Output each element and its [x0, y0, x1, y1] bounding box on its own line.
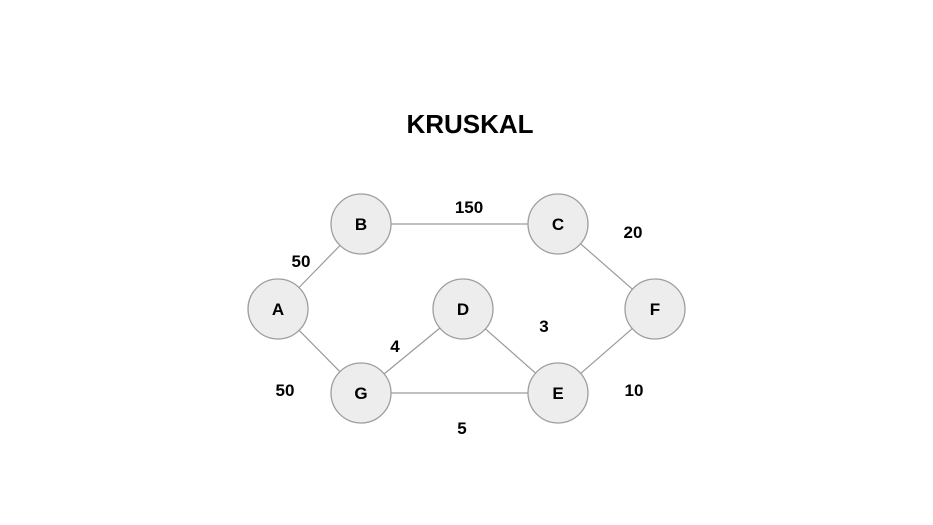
edge-weights-layer: 50 150 20 50 4 3 5 10: [276, 198, 644, 438]
node-label: C: [552, 215, 564, 234]
edge-a-g: [298, 329, 341, 373]
edge-weight-g-e: 5: [457, 419, 466, 438]
node-circle: [330, 193, 392, 255]
edge-weight-a-b: 50: [292, 252, 311, 271]
node-label: A: [272, 300, 284, 319]
node-a: A: [247, 278, 309, 340]
node-e: E: [527, 362, 589, 424]
node-b: B: [330, 193, 392, 255]
node-circle: [527, 193, 589, 255]
node-circle: [330, 362, 392, 424]
edge-weight-a-g: 50: [276, 381, 295, 400]
node-label: G: [354, 384, 367, 403]
edge-weight-d-e: 3: [539, 317, 548, 336]
node-d: D: [432, 278, 494, 340]
node-label: D: [457, 300, 469, 319]
node-label: E: [552, 384, 563, 403]
node-g: G: [330, 362, 392, 424]
node-circle: [247, 278, 309, 340]
diagram-title: KRUSKAL: [406, 109, 533, 139]
edge-d-e: [485, 328, 536, 374]
edge-weight-e-f: 10: [625, 381, 644, 400]
node-c: C: [527, 193, 589, 255]
nodes-layer: A B C D E F G: [247, 193, 686, 424]
edge-weight-c-f: 20: [624, 223, 643, 242]
node-label: B: [355, 215, 367, 234]
node-label: F: [650, 300, 660, 319]
edge-weight-g-d: 4: [390, 337, 400, 356]
node-circle: [432, 278, 494, 340]
edge-e-f: [580, 328, 633, 374]
edge-c-f: [580, 243, 633, 290]
node-circle: [624, 278, 686, 340]
edge-g-d: [383, 327, 441, 375]
node-circle: [527, 362, 589, 424]
edge-a-b: [298, 245, 341, 288]
edge-weight-b-c: 150: [455, 198, 483, 217]
node-f: F: [624, 278, 686, 340]
edges-layer: [298, 223, 633, 394]
